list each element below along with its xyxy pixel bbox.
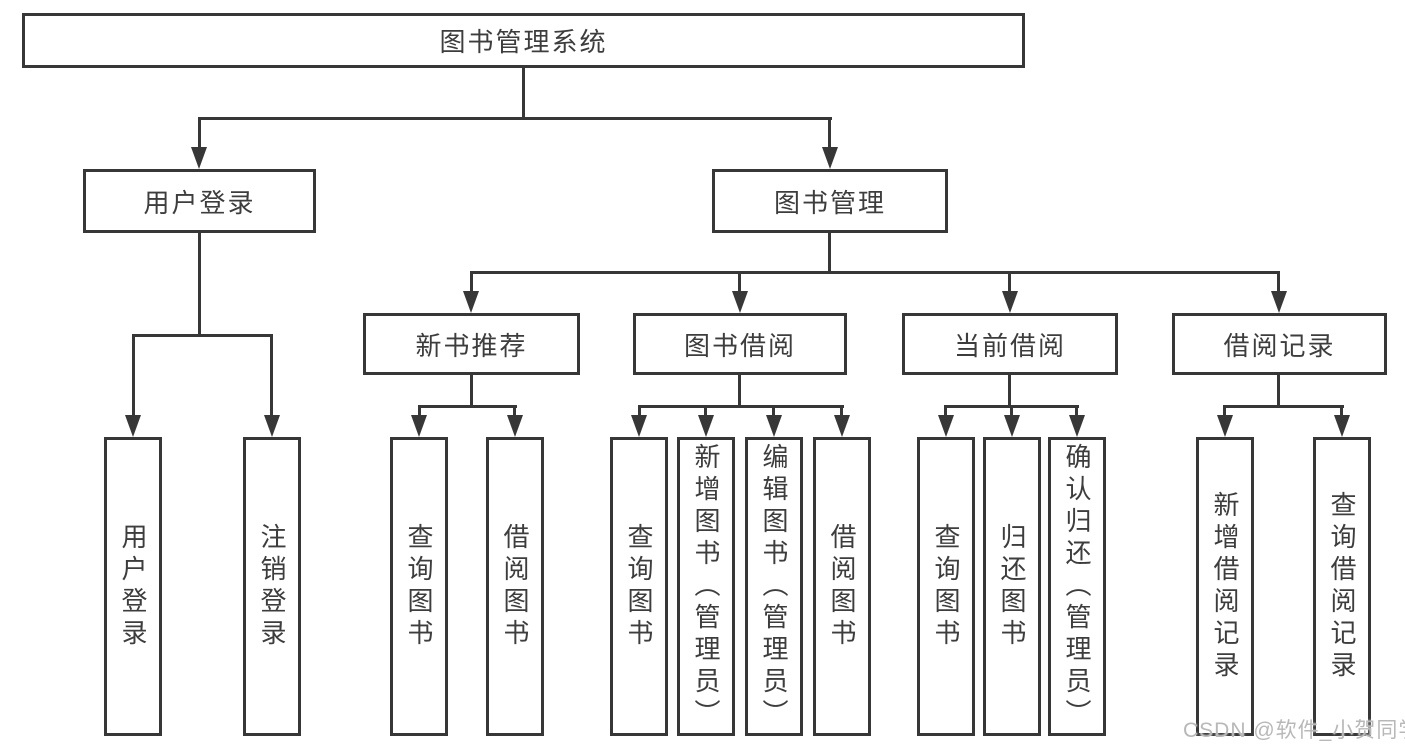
connector-line (470, 271, 473, 294)
connector-line (470, 271, 1280, 274)
connector-line (1075, 405, 1078, 419)
connector-line (198, 117, 832, 120)
connector-line (1008, 375, 1011, 408)
connector-line (704, 405, 707, 419)
leaf-edit-book-admin: 编辑图书（管理员） (745, 437, 803, 736)
leaf-logout-label: 注销登录 (257, 522, 287, 651)
node-borrow-records: 借阅记录 (1172, 313, 1387, 375)
arrow-down-icon (938, 415, 954, 437)
leaf-query-borrow-record-label: 查询借阅记录 (1327, 490, 1357, 683)
leaf-query-borrow-record: 查询借阅记录 (1313, 437, 1371, 736)
leaf-add-borrow-record: 新增借阅记录 (1196, 437, 1254, 736)
arrow-down-icon (191, 147, 207, 169)
leaf-query-book-recommend: 查询图书 (390, 437, 448, 736)
connector-line (1008, 271, 1011, 294)
leaf-add-borrow-record-label: 新增借阅记录 (1210, 490, 1240, 683)
node-new-book-recommend-label: 新书推荐 (415, 330, 528, 361)
node-book-borrow: 图书借阅 (633, 313, 847, 375)
connector-line (638, 405, 641, 419)
arrow-down-icon (1002, 291, 1018, 313)
node-root: 图书管理系统 (22, 13, 1025, 68)
connector-line (418, 405, 517, 408)
leaf-query-book-borrow: 查询图书 (610, 437, 668, 736)
connector-line (638, 405, 844, 408)
connector-line (1277, 271, 1280, 294)
leaf-user-login: 用户登录 (104, 437, 162, 736)
arrow-down-icon (834, 415, 850, 437)
leaf-edit-book-admin-label: 编辑图书（管理员） (759, 442, 789, 731)
connector-line (1010, 405, 1013, 419)
arrow-down-icon (631, 415, 647, 437)
node-new-book-recommend: 新书推荐 (363, 313, 580, 375)
node-book-management-label: 图书管理 (773, 187, 886, 218)
node-user-login: 用户登录 (83, 169, 316, 233)
connector-line (772, 405, 775, 419)
connector-line (418, 405, 421, 419)
connector-line (738, 375, 741, 408)
node-book-management: 图书管理 (712, 169, 948, 233)
connector-line (198, 117, 201, 151)
node-root-label: 图书管理系统 (439, 27, 608, 57)
leaf-borrow-book: 借阅图书 (813, 437, 871, 736)
node-current-borrow: 当前借阅 (902, 313, 1118, 375)
leaf-query-book-recommend-label: 查询图书 (404, 522, 434, 651)
arrow-down-icon (822, 147, 838, 169)
connector-line (198, 233, 201, 337)
node-user-login-label: 用户登录 (143, 187, 256, 218)
leaf-confirm-return-admin: 确认归还（管理员） (1048, 437, 1106, 736)
arrow-down-icon (411, 415, 427, 437)
connector-line (944, 405, 947, 419)
connector-line (1340, 405, 1343, 419)
connector-line (828, 233, 831, 274)
arrow-down-icon (1334, 415, 1350, 437)
connector-line (522, 68, 525, 120)
connector-line (1223, 405, 1226, 419)
connector-line (828, 117, 831, 151)
leaf-query-book-borrow-label: 查询图书 (624, 522, 654, 651)
connector-line (1277, 375, 1280, 408)
arrow-down-icon (125, 415, 141, 437)
connector-line (840, 405, 843, 419)
csdn-watermark: CSDN @软件_小贺同学 (1183, 719, 1405, 742)
leaf-borrow-book-label: 借阅图书 (827, 522, 857, 651)
connector-line (1224, 405, 1344, 408)
connector-line (738, 271, 741, 294)
leaf-user-login-label: 用户登录 (118, 522, 148, 651)
leaf-borrow-book-recommend-label: 借阅图书 (500, 522, 530, 651)
arrow-down-icon (1217, 415, 1233, 437)
arrow-down-icon (463, 291, 479, 313)
arrow-down-icon (507, 415, 523, 437)
leaf-query-book-current: 查询图书 (917, 437, 975, 736)
connector-line (270, 334, 273, 419)
arrow-down-icon (264, 415, 280, 437)
arrow-down-icon (698, 415, 714, 437)
leaf-confirm-return-admin-label: 确认归还（管理员） (1062, 442, 1092, 731)
leaf-return-book: 归还图书 (983, 437, 1041, 736)
leaf-logout: 注销登录 (243, 437, 301, 736)
arrow-down-icon (732, 291, 748, 313)
connector-line (513, 405, 516, 419)
connector-line (132, 334, 135, 419)
connector-line (470, 375, 473, 408)
leaf-return-book-label: 归还图书 (997, 522, 1027, 651)
leaf-query-book-current-label: 查询图书 (931, 522, 961, 651)
connector-line (132, 334, 273, 337)
node-current-borrow-label: 当前借阅 (953, 330, 1066, 361)
leaf-borrow-book-recommend: 借阅图书 (486, 437, 544, 736)
node-book-borrow-label: 图书借阅 (683, 330, 796, 361)
leaf-add-book-admin-label: 新增图书（管理员） (691, 442, 721, 731)
leaf-add-book-admin: 新增图书（管理员） (677, 437, 735, 736)
arrow-down-icon (1271, 291, 1287, 313)
arrow-down-icon (1069, 415, 1085, 437)
arrow-down-icon (1004, 415, 1020, 437)
arrow-down-icon (766, 415, 782, 437)
node-borrow-records-label: 借阅记录 (1223, 330, 1336, 361)
